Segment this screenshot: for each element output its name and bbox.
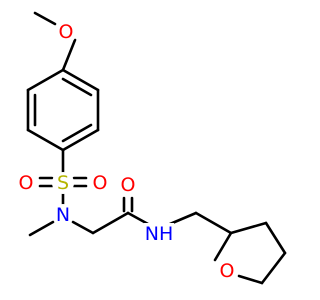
bond-thf-5 (237, 274, 264, 285)
bond-layer (26, 11, 287, 285)
atom-label-n-amide: NH (145, 223, 174, 245)
bond-ring-6 (26, 68, 65, 92)
bond-nh-ch2 (168, 211, 198, 226)
atom-o-methoxy: O (55, 21, 77, 43)
atom-o-ring: O (216, 260, 238, 282)
atom-n-sulfonamide: N (52, 204, 74, 226)
bond-n-methyl (28, 220, 55, 237)
atom-s-sulfonyl: S (52, 172, 74, 194)
bond-o-aryl (61, 38, 77, 72)
atom-label-o-carbonyl: O (121, 174, 136, 196)
bond-ring-inner-2 (61, 123, 93, 143)
atom-o-carbonyl: O (117, 174, 139, 196)
bond-ch2-carbonyl (91, 211, 130, 235)
atom-label-n-sulfonamide: N (56, 204, 70, 226)
bond-n-ch2 (71, 220, 95, 235)
bond-ring-1 (61, 68, 100, 92)
atom-n-amide: NH (144, 223, 174, 245)
atom-o-sulfonyl-left: O (15, 172, 37, 194)
bond-ch2-ring (194, 211, 233, 235)
atom-label-o-sulfonyl-left: O (19, 172, 34, 194)
bond-ring-3 (61, 128, 100, 152)
bond-ring-inner-1 (61, 77, 93, 97)
atom-label-s-sulfonyl: S (57, 172, 69, 194)
bond-thf-4 (260, 251, 287, 285)
bond-ring-4 (26, 128, 65, 152)
bond-methyl-o (33, 11, 57, 26)
bond-carbonyl-nh (126, 211, 150, 226)
bond-thf-1 (213, 231, 233, 262)
atom-label-o-sulfonyl-right: O (93, 172, 108, 194)
atom-o-sulfonyl-right: O (89, 172, 111, 194)
molecule-structure: O S O O N O NH O (15, 11, 287, 285)
atom-label-o-methoxy: O (59, 21, 74, 43)
atom-label-o-ring: O (220, 260, 235, 282)
bond-thf-3 (264, 221, 287, 255)
bond-thf-2 (229, 221, 268, 235)
atom-label-layer: O S O O N O NH O (15, 21, 238, 282)
